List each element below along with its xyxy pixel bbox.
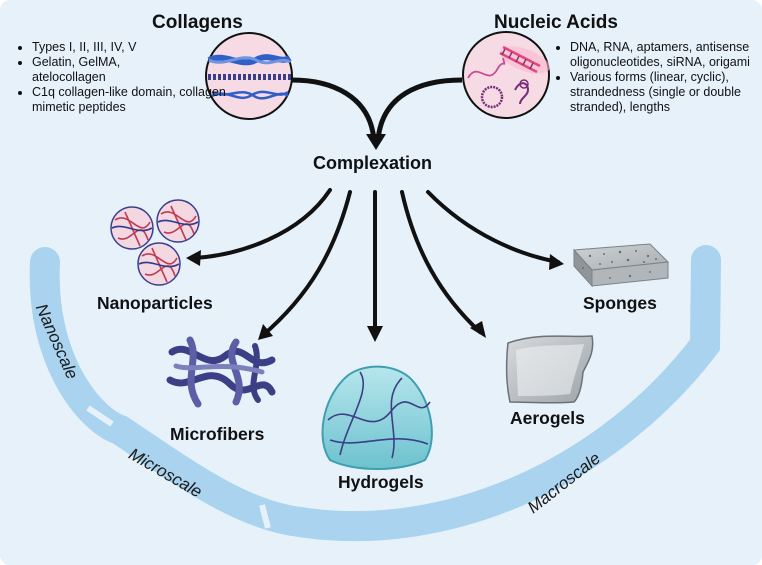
complexation-label: Complexation — [313, 153, 433, 173]
collagens-bullet: Types I, II, III, IV, V — [32, 40, 228, 55]
aerogel-icon — [505, 335, 594, 404]
nucleic-acids-bullets: DNA, RNA, aptamers, antisense oligonucle… — [556, 40, 762, 115]
nucleic-acids-title: Nucleic Acids — [494, 12, 618, 33]
nucleic-acids-bullet: Various forms (linear, cyclic), stranded… — [570, 70, 742, 115]
arc-gap-2 — [259, 504, 271, 529]
nucleic-acids-bullet: DNA, RNA, aptamers, antisense oligonucle… — [570, 40, 762, 70]
nanoparticles-icon — [110, 199, 200, 286]
collagen-circle-icon — [205, 32, 293, 120]
microfibers-icon — [166, 336, 276, 408]
sponges-label: Sponges — [583, 293, 657, 313]
arc-gap-1 — [86, 405, 114, 427]
merge-arrows — [291, 77, 463, 150]
aerogels-label: Aerogels — [510, 408, 585, 428]
collagens-title: Collagens — [152, 12, 243, 33]
product-arrows — [186, 188, 564, 342]
nucleic-acid-circle-icon — [462, 31, 550, 119]
collagens-bullet: C1q collagen-like domain, collagen mimet… — [32, 85, 230, 115]
sponge-icon — [572, 243, 670, 288]
nanoparticles-label: Nanoparticles — [97, 293, 213, 313]
microfibers-label: Microfibers — [170, 424, 265, 444]
hydrogel-icon — [321, 365, 433, 470]
collagens-bullet: Gelatin, GelMA, atelocollagen — [32, 55, 160, 85]
collagens-bullets: Types I, II, III, IV, V Gelatin, GelMA, … — [18, 40, 228, 115]
hydrogels-label: Hydrogels — [338, 472, 424, 492]
